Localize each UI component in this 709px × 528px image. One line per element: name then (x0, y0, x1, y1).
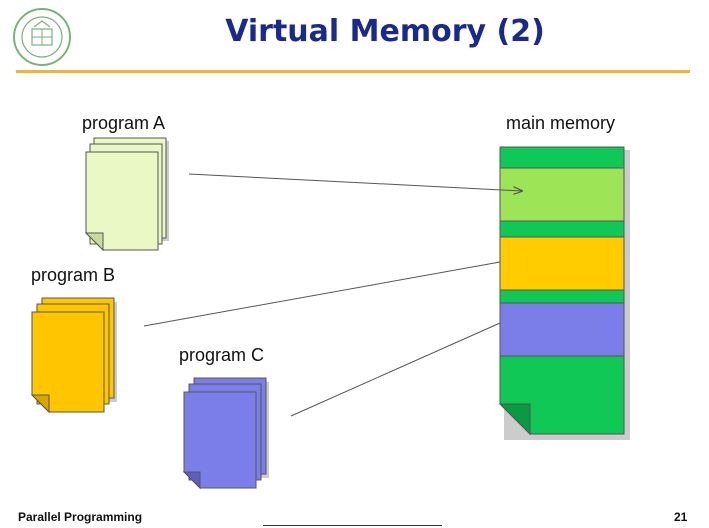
program-a-document-stack (84, 137, 169, 252)
program-a-label: program A (82, 113, 166, 133)
mapping-line-program-b (143, 261, 501, 327)
main-memory-label: main memory (506, 113, 616, 133)
memory-region-program-b (499, 236, 625, 291)
footer-divider (263, 525, 442, 526)
program-c-label: program C (179, 345, 265, 365)
university-seal-logo (13, 8, 71, 66)
program-c-document-stack (182, 377, 269, 490)
footer-course-name: Parallel Programming (18, 510, 143, 524)
memory-region-program-a (499, 167, 625, 222)
program-b-label: program B (31, 265, 116, 285)
slide-title: Virtual Memory (2) (225, 14, 545, 49)
title-underline (16, 70, 690, 73)
mapping-line-program-c (290, 322, 501, 417)
page-number: 21 (674, 510, 688, 524)
program-b-document-stack (30, 297, 117, 414)
memory-region-program-c (499, 302, 625, 357)
main-memory-column (498, 146, 630, 440)
mapping-line-program-a (188, 173, 522, 191)
